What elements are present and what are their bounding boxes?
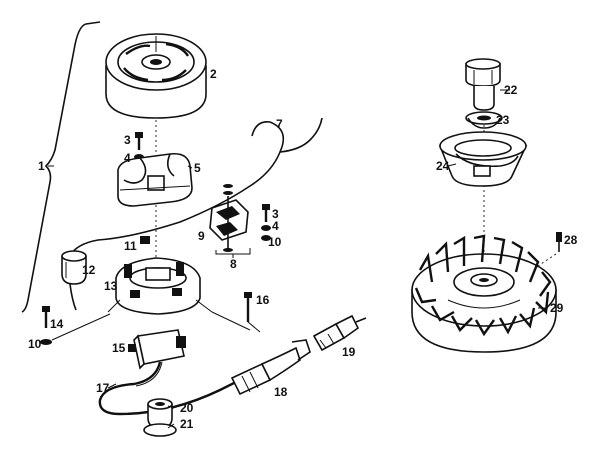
callout-12: 12: [82, 263, 96, 277]
ignition-wire: [69, 120, 285, 257]
callout-14: 14: [50, 317, 64, 331]
coil-block: [128, 329, 186, 370]
plug-terminal: [143, 398, 177, 437]
callout-13: 13: [104, 279, 118, 293]
washer-10: [40, 339, 52, 345]
callout-8: 8: [230, 257, 237, 271]
callout-3-right: 3: [272, 207, 279, 221]
screw-14: [42, 306, 50, 328]
screw-and-washer-right: [261, 204, 271, 241]
callout-7: 7: [276, 117, 283, 131]
callout-3: 3: [124, 133, 131, 147]
callout-2: 2: [210, 67, 217, 81]
callout-23: 23: [496, 113, 510, 127]
flywheel: [411, 234, 557, 353]
clip-11: [140, 236, 150, 244]
callout-1: 1: [38, 159, 45, 173]
leader-24: [447, 163, 457, 167]
callout-15: 15: [112, 341, 126, 355]
callout-16: 16: [256, 293, 270, 307]
spark-plug-cap: [230, 339, 311, 396]
callout-18: 18: [274, 385, 288, 399]
callout-24: 24: [436, 159, 450, 173]
callout-10-left: 10: [28, 337, 42, 351]
washer-23: [465, 111, 503, 129]
callout-29: 29: [550, 301, 564, 315]
callout-11: 11: [124, 239, 137, 253]
callout-28: 28: [564, 233, 578, 247]
callout-9: 9: [198, 229, 205, 243]
callout-17: 17: [96, 381, 110, 395]
leader-17: [107, 383, 117, 389]
woodruff-key: [537, 232, 562, 267]
callout-19: 19: [342, 345, 356, 359]
leader-20: [167, 405, 175, 409]
callout-4: 4: [124, 151, 131, 165]
callout-20: 20: [180, 401, 194, 415]
ignition-module: [107, 257, 213, 315]
ht-lead: [98, 361, 249, 416]
assembly-bracket: [21, 21, 101, 313]
callout-5: 5: [194, 161, 201, 175]
magnet-bracket: [117, 152, 193, 207]
flywheel-housing: [105, 33, 207, 119]
callout-22: 22: [504, 83, 518, 97]
bracket-8: [215, 248, 251, 255]
leader-21: [167, 423, 175, 429]
spark-plug: [312, 314, 367, 352]
screw-16: [244, 292, 261, 333]
switch-assembly: [209, 184, 249, 252]
callout-21: 21: [180, 417, 194, 431]
starter-cup: [438, 131, 528, 187]
capacitor: [61, 250, 87, 311]
flywheel-nut: [465, 58, 501, 111]
screw-and-washer: [134, 132, 144, 160]
callout-10-right: 10: [268, 235, 282, 249]
ignition-wire-tail: [279, 117, 323, 153]
leader-5: [187, 165, 193, 169]
callout-4-right: 4: [272, 219, 279, 233]
